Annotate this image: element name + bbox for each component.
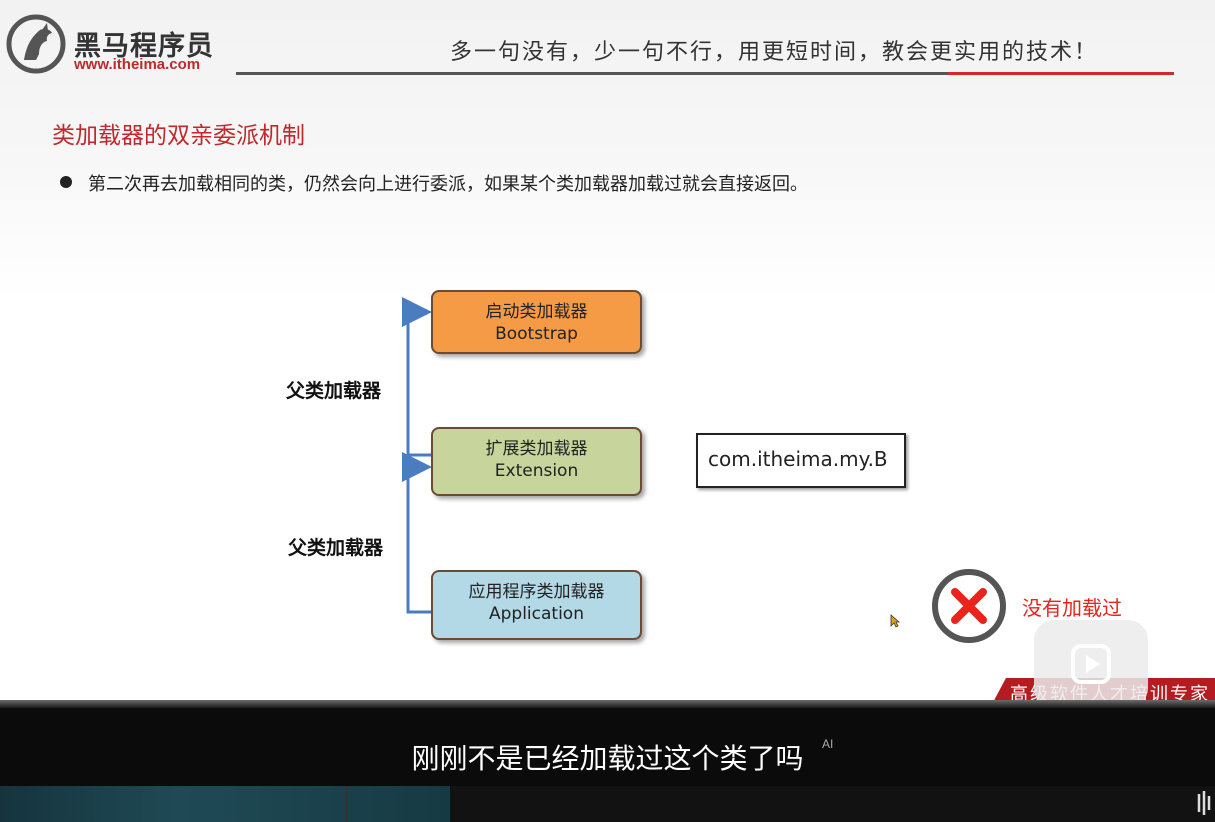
play-icon (1071, 644, 1111, 684)
progress-marker (346, 786, 348, 822)
header-rule (236, 72, 948, 75)
waveform-icon[interactable] (1196, 790, 1212, 816)
parent-loader-label: 父类加载器 (288, 537, 384, 559)
ai-badge: AI (822, 737, 834, 751)
extension-loader-box: 扩展类加载器 Extension (431, 427, 642, 496)
application-loader-name-en: Application (489, 604, 584, 624)
play-button[interactable] (1034, 620, 1148, 700)
parent-loader-label: 父类加载器 (286, 380, 382, 402)
bullet-dot (60, 176, 72, 188)
application-loader-name-cn: 应用程序类加载器 (468, 582, 605, 602)
brand-name: 黑马程序员 (74, 31, 214, 62)
horse-logo-icon (6, 14, 66, 74)
subtitle-bar-edge (0, 700, 1215, 708)
extension-loader-name-en: Extension (494, 461, 579, 481)
brand-url: www.itheima.com (74, 56, 201, 73)
bullet-text: 第二次再去加载相同的类，仍然会向上进行委派，如果某个类加载器加载过就会直接返回。 (88, 174, 808, 195)
not-loaded-status: 没有加载过 (1022, 596, 1122, 620)
extension-loader-name-cn: 扩展类加载器 (485, 439, 588, 459)
class-name-box: com.itheima.my.B (696, 433, 906, 488)
delegation-arrows (402, 297, 432, 614)
progress-fill (0, 786, 450, 822)
header-rule-accent (948, 72, 1174, 75)
slide-title: 类加载器的双亲委派机制 (52, 123, 305, 149)
bootstrap-loader-name-cn: 启动类加载器 (485, 302, 588, 322)
bootstrap-loader-box: 启动类加载器 Bootstrap (431, 290, 642, 354)
bootstrap-loader-name-en: Bootstrap (495, 324, 578, 344)
error-x-icon (932, 569, 1006, 643)
subtitle-text: 刚刚不是已经加载过这个类了吗 (411, 742, 804, 775)
slide: 黑马程序员 www.itheima.com 多一句没有，少一句不行，用更短时间，… (0, 0, 1215, 700)
slogan: 多一句没有，少一句不行，用更短时间，教会更实用的技术！ (450, 40, 1099, 65)
mouse-cursor-icon (890, 614, 900, 628)
application-loader-box: 应用程序类加载器 Application (431, 570, 642, 640)
